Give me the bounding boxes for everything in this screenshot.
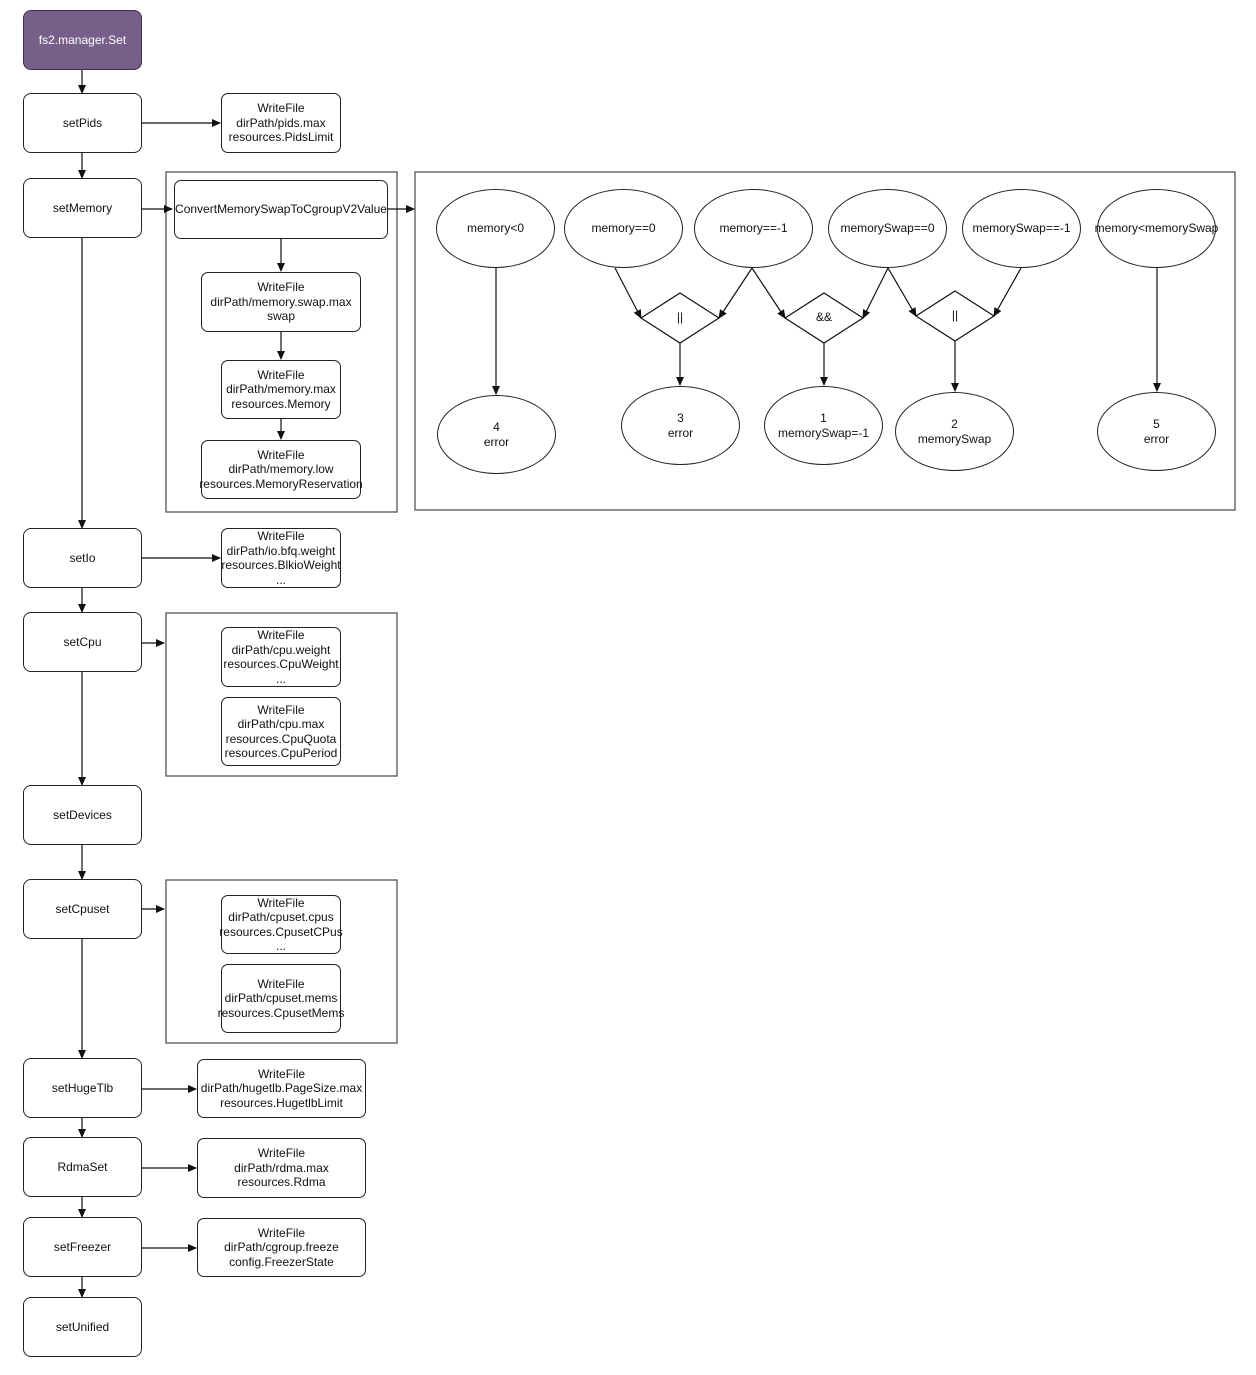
result-1-memoryswap-minus1-text: 1 memorySwap=-1	[777, 411, 870, 440]
edge-c3-op1	[718, 267, 753, 319]
rdmaset-label: RdmaSet	[57, 1159, 108, 1174]
and-operator-label: &&	[815, 310, 832, 324]
cpu-weight-writefile-node: WriteFile dirPath/cpu.weight resources.C…	[221, 627, 341, 687]
condition-memory-lt-0-text: memory<0	[466, 221, 525, 236]
setunified-label: setUnified	[55, 1319, 110, 1334]
memory-low-writefile-text: WriteFile dirPath/memory.low resources.M…	[199, 447, 363, 491]
cpuset-cpus-writefile-node: WriteFile dirPath/cpuset.cpus resources.…	[219, 895, 343, 954]
memory-group-frame	[165, 171, 398, 513]
condition-memoryswap-eq-minus1-text: memorySwap==-1	[972, 221, 1071, 236]
condition-memory-eq-minus1-text: memory==-1	[719, 221, 788, 236]
condition-memory-eq-0-text: memory==0	[591, 221, 656, 236]
setcpuset-node: setCpuset	[23, 879, 142, 939]
result-2-memoryswap-text: 2 memorySwap	[917, 417, 992, 446]
edge-c5-op3	[993, 267, 1022, 317]
setio-node: setIo	[23, 528, 142, 588]
edge-c4-op3	[887, 267, 917, 317]
cpuset-group-frame	[165, 879, 398, 1044]
setunified-node: setUnified	[23, 1297, 142, 1357]
cpu-group-frame	[165, 612, 398, 777]
setfreezer-label: setFreezer	[53, 1239, 112, 1254]
io-writefile-text: WriteFile dirPath/io.bfq.weight resource…	[221, 529, 341, 587]
edge-c4-op2	[862, 267, 889, 319]
result-3-error: 3 error	[621, 386, 740, 465]
condition-memory-lt-0: memory<0	[436, 189, 555, 268]
result-4-error-text: 4 error	[483, 420, 510, 449]
setdevices-node: setDevices	[23, 785, 142, 845]
memory-max-writefile-node: WriteFile dirPath/memory.max resources.M…	[221, 360, 341, 419]
or-diamond-1	[639, 292, 721, 344]
result-1-memoryswap-minus1: 1 memorySwap=-1	[764, 386, 883, 465]
condition-memoryswap-eq-0-text: memorySwap==0	[840, 221, 935, 236]
setcpu-node: setCpu	[23, 612, 142, 672]
edge-c2-op1	[614, 267, 642, 319]
memory-max-writefile-text: WriteFile dirPath/memory.max resources.M…	[226, 367, 336, 411]
start-label: fs2.manager.Set	[38, 32, 127, 47]
sethugetlb-node: setHugeTlb	[23, 1058, 142, 1118]
setio-label: setIo	[69, 550, 96, 565]
condition-memory-lt-memoryswap: memory<memorySwap	[1094, 189, 1219, 268]
memory-swap-writefile-node: WriteFile dirPath/memory.swap.max swap	[201, 272, 361, 332]
setmemory-node: setMemory	[23, 178, 142, 238]
freezer-writefile-node: WriteFile dirPath/cgroup.freeze config.F…	[197, 1218, 366, 1277]
freezer-writefile-text: WriteFile dirPath/cgroup.freeze config.F…	[224, 1225, 339, 1269]
setpids-label: setPids	[62, 115, 103, 130]
io-writefile-node: WriteFile dirPath/io.bfq.weight resource…	[221, 528, 341, 588]
setmemory-label: setMemory	[52, 200, 113, 215]
swap-logic-group-frame	[414, 171, 1236, 511]
cpu-max-writefile-text: WriteFile dirPath/cpu.max resources.CpuQ…	[224, 702, 338, 761]
setpids-node: setPids	[23, 93, 142, 153]
cpuset-cpus-writefile-text: WriteFile dirPath/cpuset.cpus resources.…	[219, 895, 343, 954]
or-diamond-2	[914, 290, 996, 342]
sethugetlb-label: setHugeTlb	[51, 1080, 114, 1095]
result-4-error: 4 error	[437, 395, 556, 474]
cpu-weight-writefile-text: WriteFile dirPath/cpu.weight resources.C…	[223, 628, 339, 686]
condition-memory-eq-0: memory==0	[564, 189, 683, 268]
convert-memoryswap-text: ConvertMemorySwapToCgroupV2Value	[175, 202, 387, 217]
setfreezer-node: setFreezer	[23, 1217, 142, 1277]
result-3-error-text: 3 error	[667, 411, 694, 440]
start-node: fs2.manager.Set	[23, 10, 142, 70]
pids-writefile-text: WriteFile dirPath/pids.max resources.Pid…	[228, 101, 334, 145]
hugetlb-writefile-text: WriteFile dirPath/hugetlb.PageSize.max r…	[200, 1066, 363, 1110]
result-5-error: 5 error	[1097, 392, 1216, 471]
rdmaset-node: RdmaSet	[23, 1137, 142, 1197]
setcpuset-label: setCpuset	[55, 901, 110, 916]
convert-memoryswap-node: ConvertMemorySwapToCgroupV2Value	[174, 180, 388, 239]
result-5-error-text: 5 error	[1143, 417, 1170, 446]
result-2-memoryswap: 2 memorySwap	[895, 392, 1014, 471]
memory-low-writefile-node: WriteFile dirPath/memory.low resources.M…	[199, 440, 363, 499]
setdevices-label: setDevices	[53, 807, 112, 822]
cpu-max-writefile-node: WriteFile dirPath/cpu.max resources.CpuQ…	[221, 697, 341, 766]
rdma-writefile-node: WriteFile dirPath/rdma.max resources.Rdm…	[197, 1138, 366, 1198]
memory-swap-writefile-text: WriteFile dirPath/memory.swap.max swap	[210, 280, 352, 324]
condition-memoryswap-eq-minus1: memorySwap==-1	[962, 189, 1081, 268]
condition-memory-eq-minus1: memory==-1	[694, 189, 813, 268]
and-diamond	[783, 292, 865, 344]
hugetlb-writefile-node: WriteFile dirPath/hugetlb.PageSize.max r…	[197, 1059, 366, 1118]
or-operator-label-2: ||	[951, 308, 959, 322]
edge-c3-op2	[751, 267, 786, 319]
rdma-writefile-text: WriteFile dirPath/rdma.max resources.Rdm…	[234, 1146, 329, 1190]
setcpu-label: setCpu	[63, 634, 102, 649]
condition-memory-lt-memoryswap-text: memory<memorySwap	[1094, 221, 1219, 236]
cpuset-mems-writefile-node: WriteFile dirPath/cpuset.mems resources.…	[218, 964, 344, 1033]
cpuset-mems-writefile-text: WriteFile dirPath/cpuset.mems resources.…	[217, 976, 345, 1020]
or-operator-label-1: ||	[676, 310, 684, 324]
condition-memoryswap-eq-0: memorySwap==0	[828, 189, 947, 268]
pids-writefile-node: WriteFile dirPath/pids.max resources.Pid…	[221, 93, 341, 153]
